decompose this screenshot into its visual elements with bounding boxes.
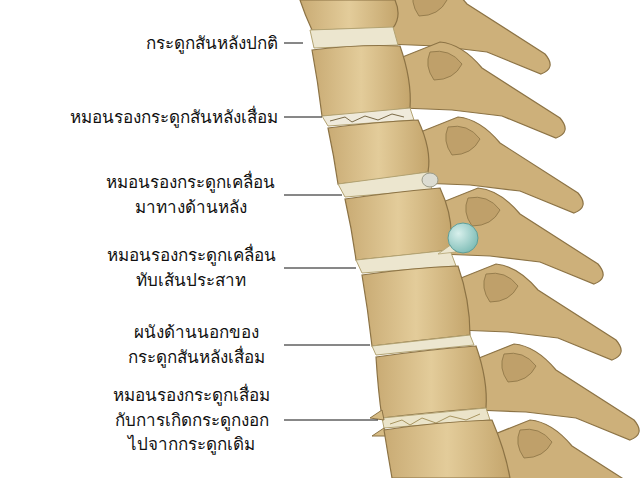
part-label: หมอนรองกระดูกเคลื่อน ทับเส้นประสาท: [104, 243, 278, 292]
part-label: กระดูกสันหลังปกติ: [146, 31, 278, 56]
part-label: หมอนรองกระดูกเคลื่อน มาทางด้านหลัง: [103, 170, 278, 219]
part-label: หมอนรองกระดูกสันหลังเสื่อม: [70, 105, 278, 130]
part-label: หมอนรองกระดูกเสื่อม กับการเกิดกระดูกงอก …: [105, 383, 278, 457]
part-label: ผนังด้านนอกของ กระดูกสันหลังเสื่อม: [114, 320, 278, 369]
